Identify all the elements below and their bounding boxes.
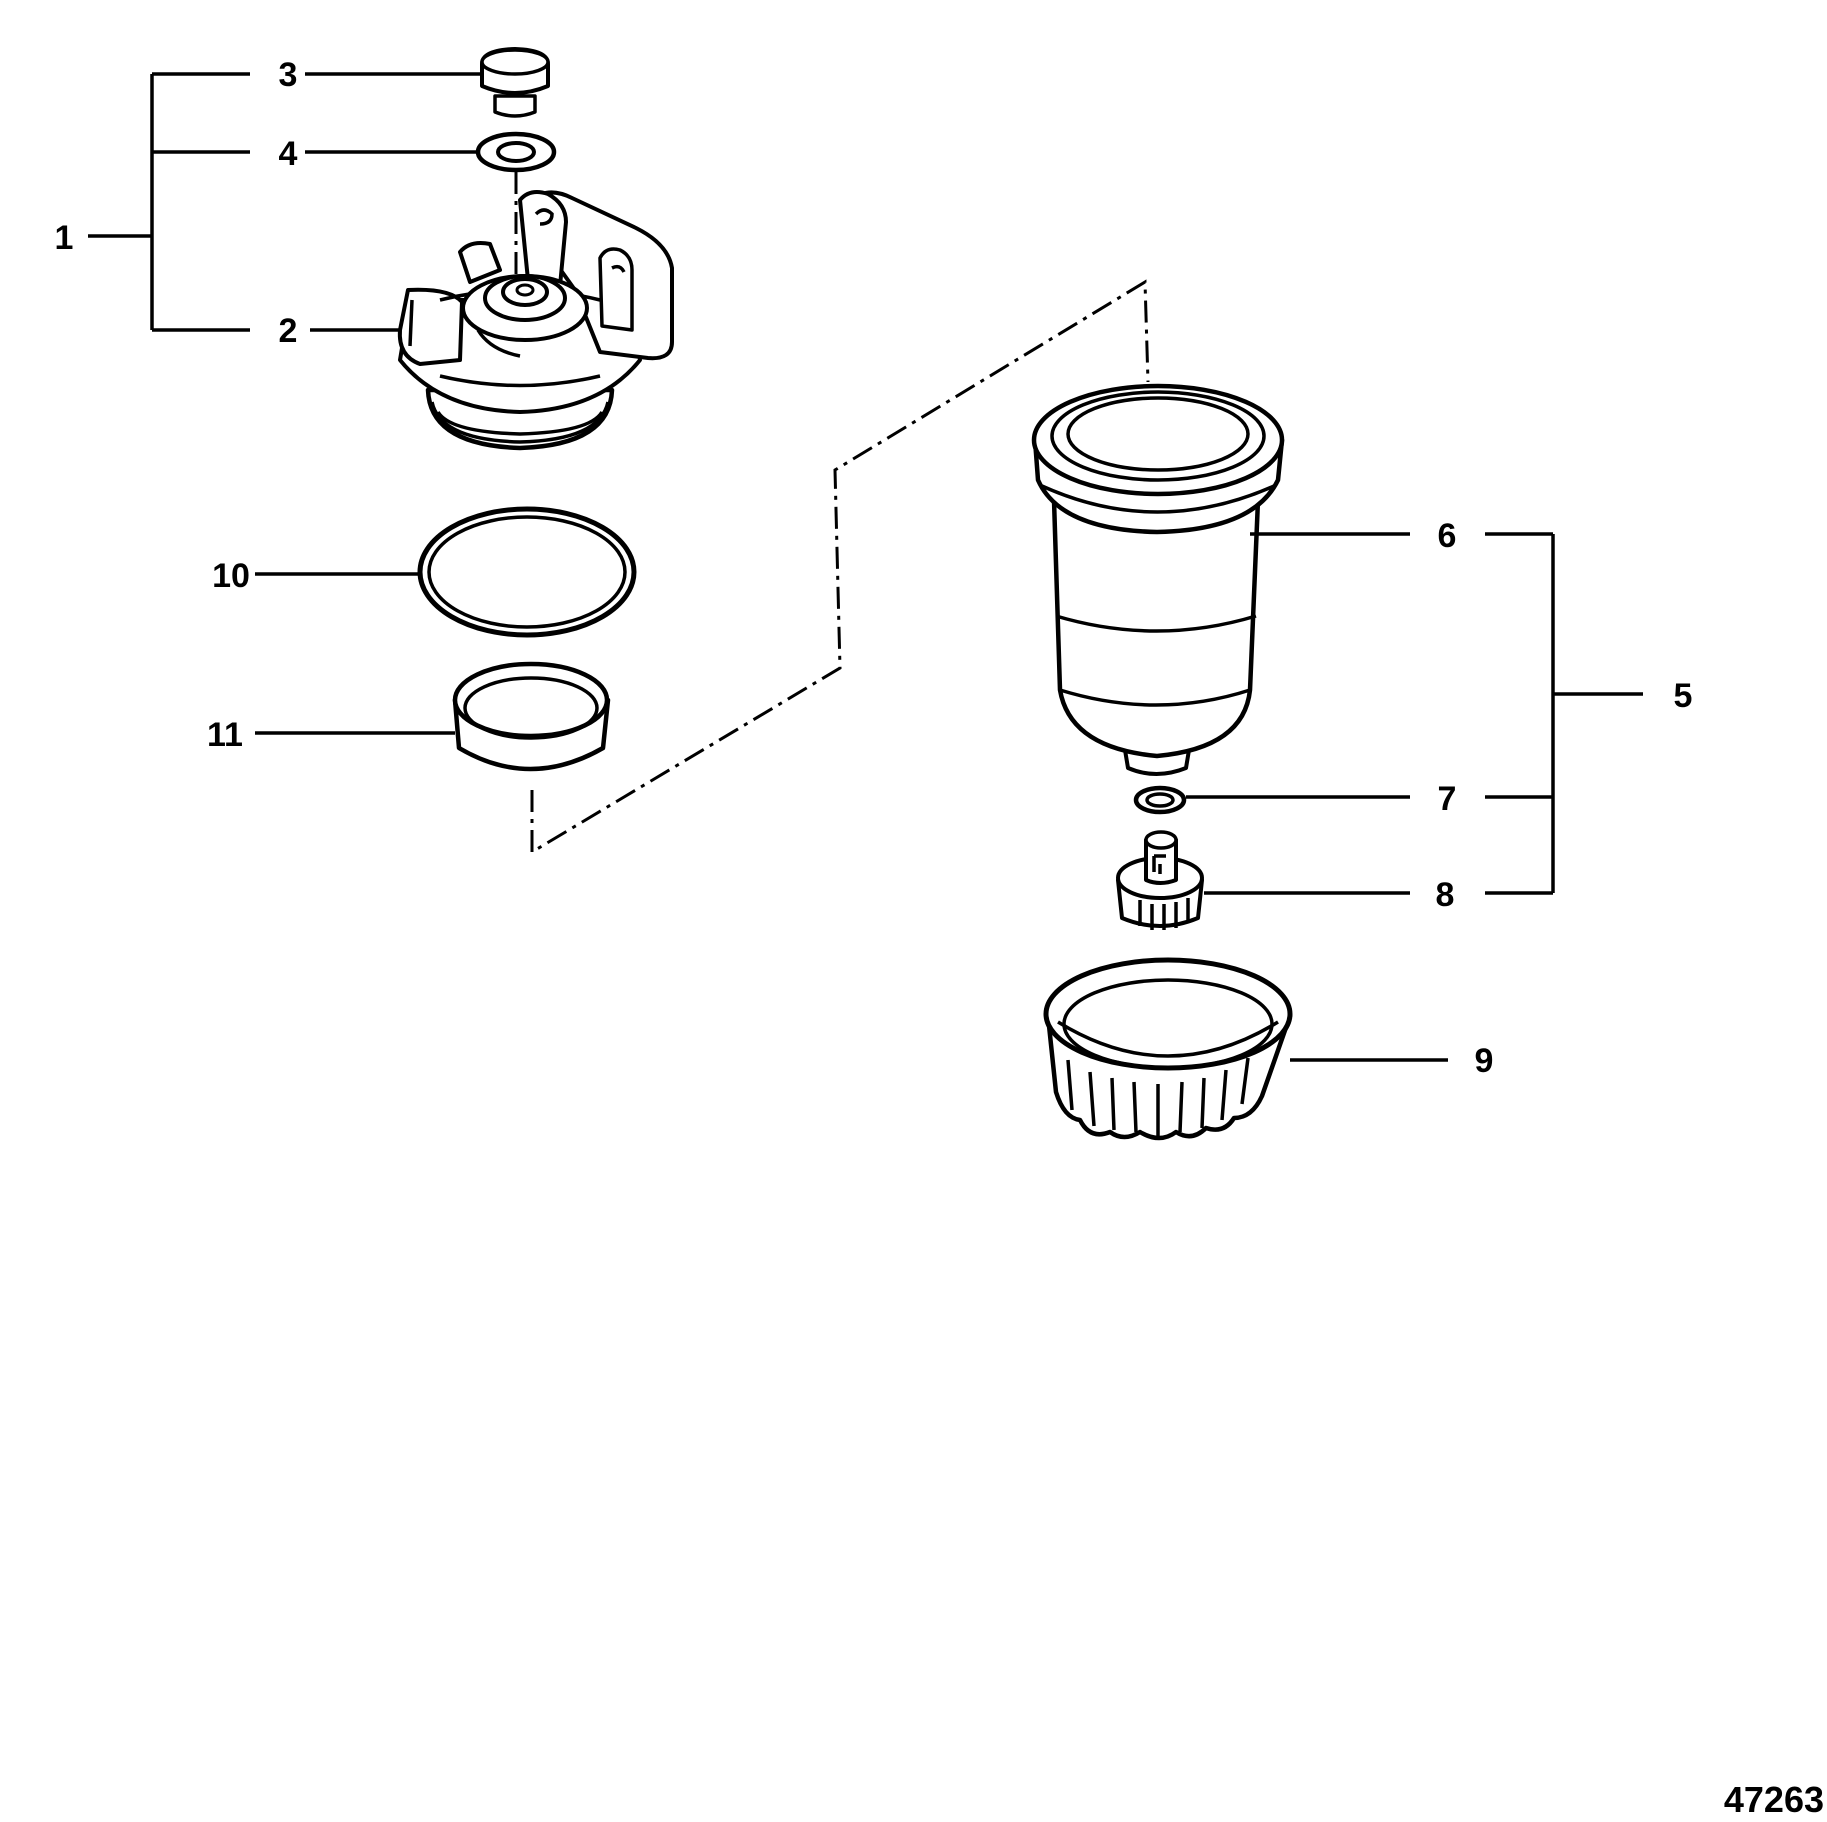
part-6-filter-bowl <box>1031 383 1285 776</box>
leader-lines-right <box>1186 532 1448 1062</box>
callout-10: 10 <box>212 557 250 595</box>
callout-7: 7 <box>1438 780 1457 818</box>
callout-9: 9 <box>1475 1042 1494 1080</box>
part-4-washer <box>475 131 557 173</box>
callout-5: 5 <box>1674 677 1693 715</box>
figure-number: 47263 <box>1724 1779 1824 1820</box>
callout-4: 4 <box>279 135 298 173</box>
part-10-o-ring <box>417 506 637 638</box>
part-11-seal-ring <box>452 661 611 772</box>
part-7-small-o-ring <box>1133 785 1187 815</box>
part-8-drain-plug <box>1116 830 1204 930</box>
callout-11: 11 <box>207 716 243 754</box>
callout-8: 8 <box>1436 876 1455 914</box>
part-2-filter-head <box>397 190 674 451</box>
callout-2: 2 <box>279 312 298 350</box>
callout-3: 3 <box>279 56 298 94</box>
bracket-group-5 <box>1485 532 1643 895</box>
part-9-retaining-ring <box>1043 957 1293 1141</box>
bracket-group-1 <box>88 72 250 332</box>
callout-1: 1 <box>55 219 74 257</box>
alignment-line <box>530 279 1150 855</box>
callout-6: 6 <box>1438 517 1457 555</box>
leader-lines-left <box>255 72 480 735</box>
part-3-vent-plug <box>480 47 550 118</box>
